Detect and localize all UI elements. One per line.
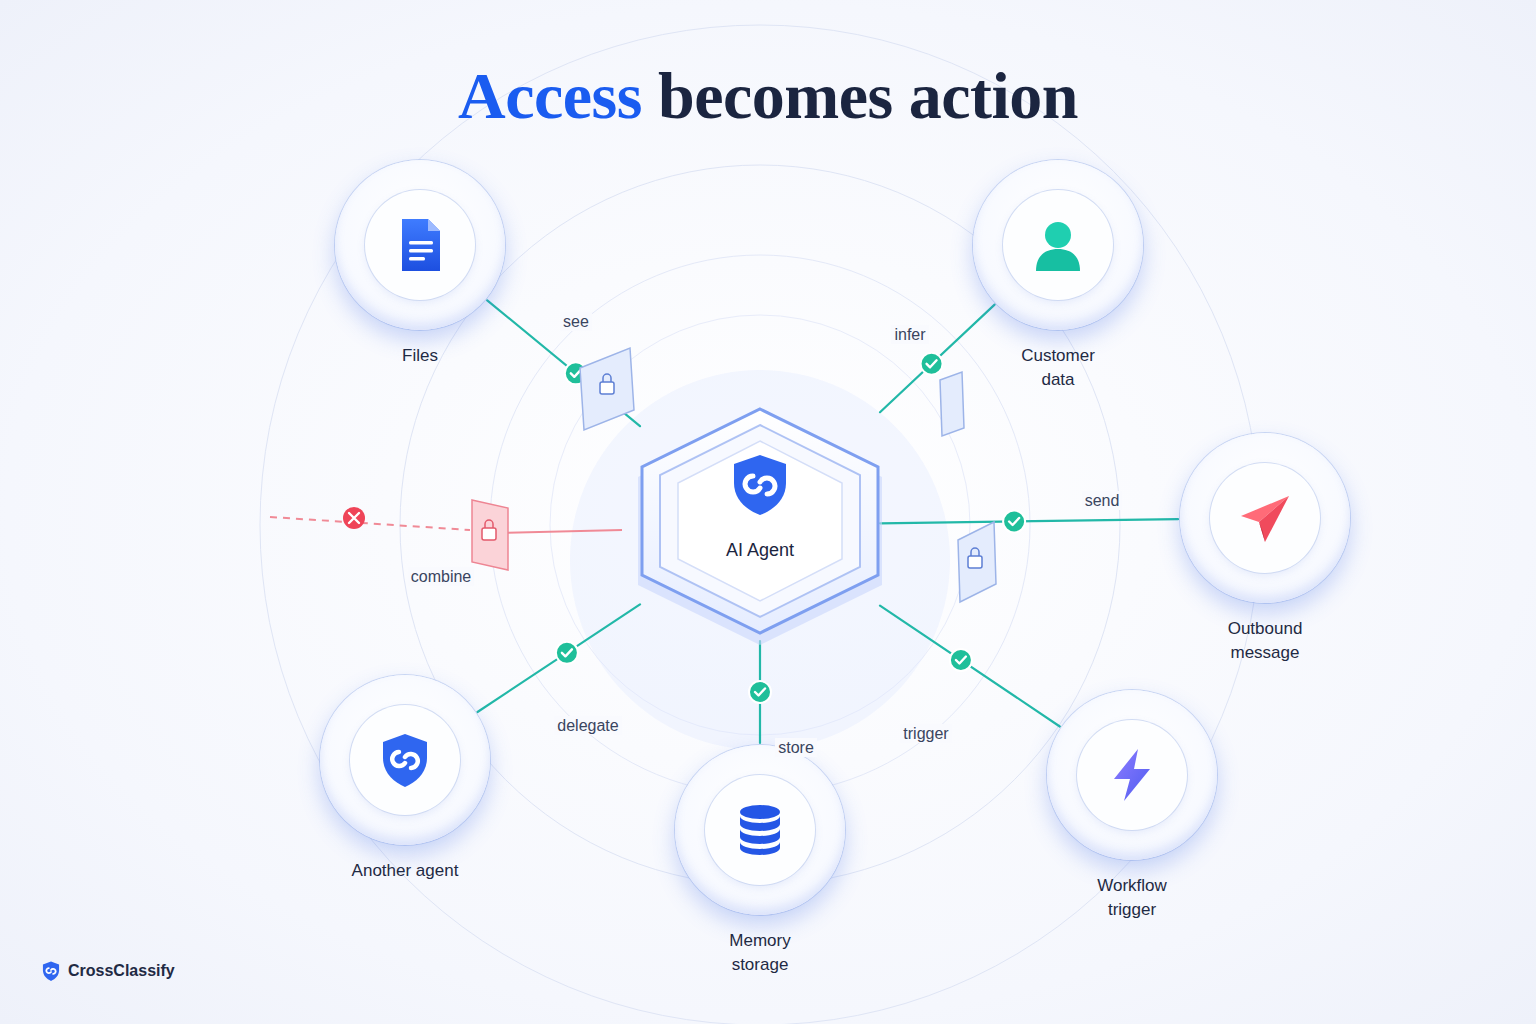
- resource-node: Outbound message: [1165, 433, 1365, 665]
- logo-mark: [40, 960, 62, 982]
- access-connector: [880, 305, 995, 413]
- access-connector: [880, 606, 1060, 727]
- lock-gate: [580, 348, 634, 430]
- brand-name: CrossClassify: [68, 962, 175, 980]
- brand-logo: CrossClassify: [40, 960, 175, 982]
- title-highlight: Access: [458, 59, 642, 132]
- node-label: Files: [365, 344, 475, 368]
- resource-node: Files: [320, 160, 520, 368]
- lock-gate: [958, 522, 996, 602]
- resource-node: Workflow trigger: [1032, 690, 1232, 922]
- edge-label: send: [1082, 491, 1123, 510]
- resource-node: Another agent: [305, 675, 505, 883]
- node-label: Memory storage: [705, 929, 815, 977]
- edge-label: infer: [891, 325, 928, 344]
- gate-panel: [940, 372, 964, 436]
- edge-label: delegate: [554, 716, 621, 735]
- allow-check: [950, 649, 972, 671]
- orbit-ring: [490, 255, 1030, 795]
- blocked-line: [270, 517, 470, 530]
- blocked-label: combine: [408, 567, 474, 586]
- node-label: Customer data: [1003, 344, 1113, 392]
- diagram-title: Access becomes action: [0, 58, 1536, 134]
- agent-glow: [570, 370, 950, 750]
- resource-node: Customer data: [958, 160, 1158, 392]
- edge-label: trigger: [900, 724, 951, 743]
- allow-check: [556, 642, 578, 664]
- check-tick: [1009, 518, 1019, 525]
- check-tick: [927, 360, 937, 367]
- agent-hub: AI Agent: [610, 395, 910, 655]
- node-disk: [1180, 433, 1350, 603]
- allow-check: [1003, 510, 1025, 532]
- deny-mark: [343, 507, 365, 529]
- node-disk: [973, 160, 1143, 330]
- edge-label: store: [775, 738, 817, 757]
- allow-check: [921, 353, 943, 375]
- check-tick: [571, 370, 581, 377]
- node-icon: [375, 730, 435, 790]
- access-connector: [478, 604, 641, 712]
- node-icon: [1235, 488, 1295, 548]
- deny-cross: [349, 513, 359, 523]
- node-icon: [730, 800, 790, 860]
- check-tick: [956, 657, 966, 664]
- node-disk: [335, 160, 505, 330]
- allow-check: [749, 681, 771, 703]
- node-disk: [675, 745, 845, 915]
- node-icon: [1028, 215, 1088, 275]
- resource-node: Memory storage: [660, 745, 860, 977]
- agent-label: AI Agent: [610, 540, 910, 561]
- node-icon: [1102, 745, 1162, 805]
- blocked-line: [500, 530, 622, 533]
- node-icon: [390, 215, 450, 275]
- edge-label: see: [560, 312, 592, 331]
- node-label: Workflow trigger: [1077, 874, 1187, 922]
- node-label: Another agent: [350, 859, 460, 883]
- node-disk: [1047, 690, 1217, 860]
- access-connector: [880, 519, 1178, 523]
- orbit-ring: [260, 25, 1260, 1024]
- node-label: Outbound message: [1210, 617, 1320, 665]
- check-tick: [562, 649, 572, 656]
- check-tick: [755, 689, 765, 696]
- orbit-ring: [400, 165, 1120, 885]
- red-lock-gate: [472, 500, 508, 570]
- node-disk: [320, 675, 490, 845]
- hexagon-outline: [610, 395, 910, 655]
